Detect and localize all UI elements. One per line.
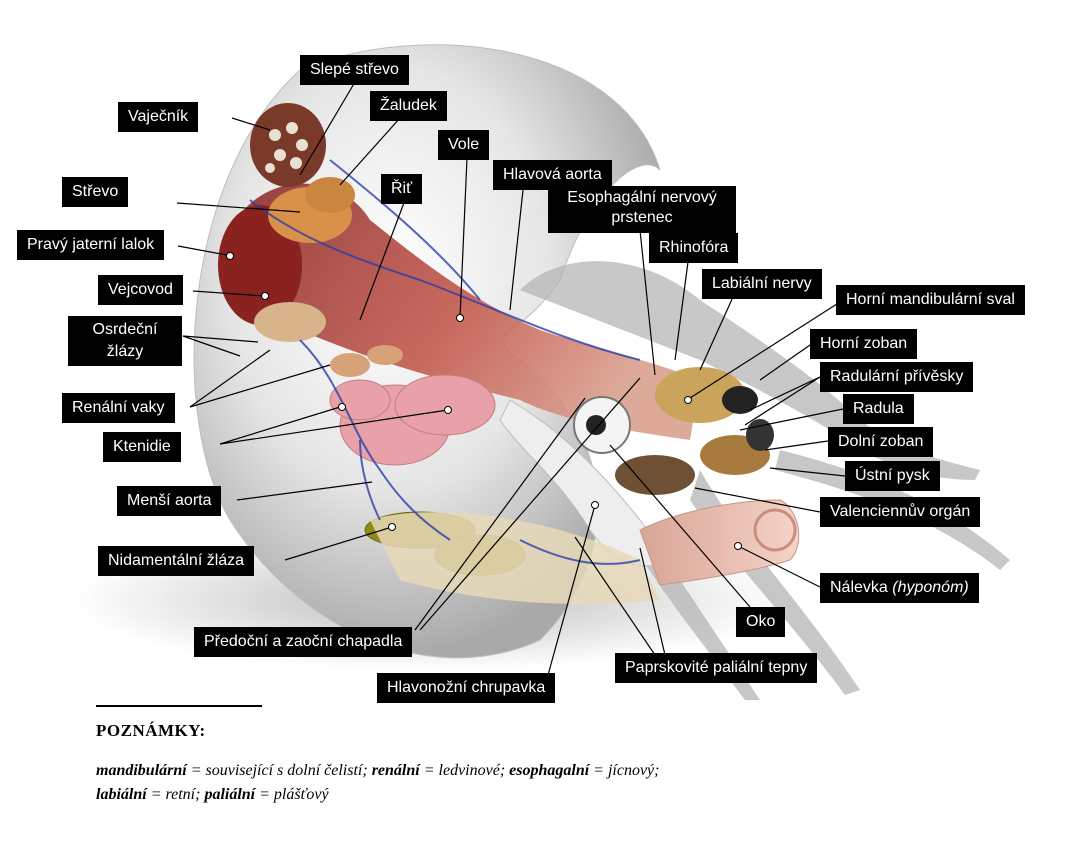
label-horni-mandibularni-sval: Horní mandibulární sval — [836, 285, 1025, 315]
label-osrdecni-zlazy: Osrdeční žlázy — [68, 316, 182, 366]
label-esophagalni-line1: Esophagální nervový — [567, 189, 717, 206]
label-horni-zoban: Horní zoban — [810, 329, 918, 359]
label-slepe-strevo: Slepé střevo — [300, 55, 409, 85]
label-osrdecni-line2: žlázy — [106, 343, 144, 360]
label-nalevka-text: Nálevka — [830, 579, 893, 596]
label-mensi-aorta: Menší aorta — [117, 486, 222, 516]
note-definition: = související s dolní čelistí; — [186, 762, 372, 779]
leader-lines — [176, 81, 846, 676]
label-hlavova-aorta: Hlavová aorta — [493, 160, 612, 190]
label-hlavonozni-chrupavka: Hlavonožní chrupavka — [377, 673, 556, 703]
label-zaludek: Žaludek — [370, 91, 447, 121]
note-definition: = ledvinové; — [419, 762, 510, 779]
label-nalevka: Nálevka (hyponóm) — [820, 573, 979, 603]
label-radularni-privesky: Radulární přívěsky — [820, 362, 974, 392]
label-ustni-pysk: Ústní pysk — [845, 461, 940, 491]
label-valenciennuv-organ: Valenciennův orgán — [820, 497, 981, 527]
label-osrdecni-line1: Osrdeční — [92, 321, 158, 338]
label-vole: Vole — [438, 130, 490, 160]
label-renalni-vaky: Renální vaky — [62, 393, 175, 423]
label-oko: Oko — [736, 607, 786, 637]
note-definition: = retní; — [146, 786, 205, 803]
notes-line-1: mandibulární = související s dolní čelis… — [96, 759, 996, 783]
notes-rule — [96, 705, 262, 707]
funnel-shape — [639, 499, 800, 586]
label-nidamentalni-zlaza: Nidamentální žláza — [98, 546, 255, 576]
label-vajecnik: Vaječník — [118, 102, 199, 132]
notes-line-2: labiální = retní; paliální = plášťový — [96, 783, 996, 807]
label-rit: Řiť — [381, 174, 423, 204]
label-ktenidie: Ktenidie — [103, 432, 181, 462]
notes-section: POZNÁMKY: mandibulární = související s d… — [96, 705, 996, 807]
label-nalevka-italic: (hyponóm) — [892, 579, 969, 596]
label-radula: Radula — [843, 394, 914, 424]
label-dolni-zoban: Dolní zoban — [828, 427, 934, 457]
label-rhinofora: Rhinofóra — [649, 233, 739, 263]
note-term: esophagalní — [509, 762, 590, 779]
label-esophagalni-prstenec: Esophagální nervový prstenec — [548, 186, 736, 233]
label-labialni-nervy: Labiální nervy — [702, 269, 822, 299]
note-definition: = jícnový; — [589, 762, 660, 779]
body-mass — [226, 183, 700, 440]
note-term: labiální — [96, 786, 147, 803]
ovary-shape — [250, 103, 326, 187]
note-term: paliální — [204, 786, 256, 803]
label-paprskovite-tepny: Paprskovité paliální tepny — [615, 653, 818, 683]
anchor-dots — [226, 252, 742, 550]
label-vejcovod: Vejcovod — [98, 275, 183, 305]
notes-heading: POZNÁMKY: — [96, 721, 206, 740]
label-esophagalni-line2: prstenec — [611, 209, 673, 226]
ctenidia-shape — [329, 374, 496, 466]
note-term: mandibulární — [96, 762, 187, 779]
label-strevo: Střevo — [62, 177, 129, 207]
note-term: renální — [371, 762, 420, 779]
label-pravy-jaterni-lalok: Pravý jaterní lalok — [17, 230, 165, 260]
label-predocni-chapadla: Předoční a zaoční chapadla — [194, 627, 413, 657]
note-definition: = plášťový — [255, 786, 329, 803]
